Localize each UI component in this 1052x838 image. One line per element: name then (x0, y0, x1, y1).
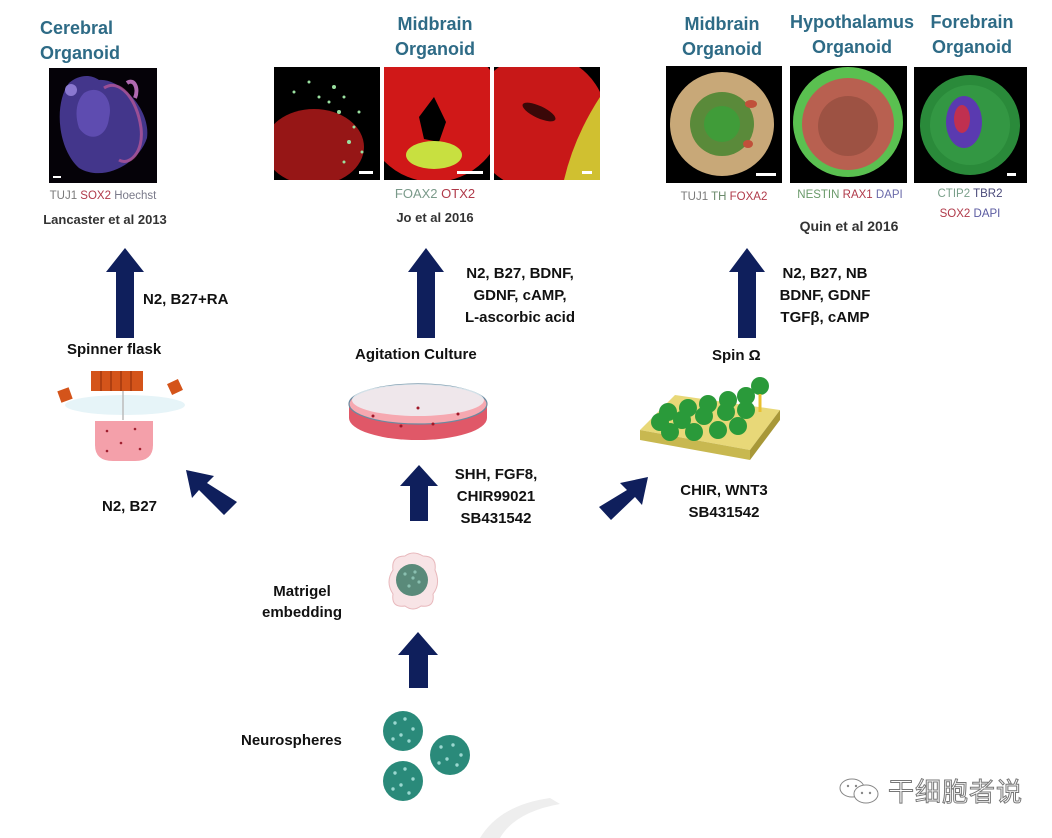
marker-foxa2: FOXA2 (729, 191, 768, 203)
condition-line: SHH, FGF8, (454, 466, 538, 483)
condition-line: TGFβ, cAMP (780, 309, 870, 326)
neurosphere (383, 761, 423, 801)
condition-cerebral-diag: N2, B27 (102, 498, 158, 515)
neurospheres-illustration (383, 711, 470, 801)
hypothalamus-image (790, 66, 907, 183)
midbrain-organoid-title-jo: Midbrain Organoid (380, 12, 490, 62)
wechat-icon (839, 778, 879, 803)
condition-line: SB431542 (688, 504, 760, 521)
cerebral-citation: Lancaster et al 2013 (43, 212, 167, 227)
title-line: Forebrain (930, 12, 1014, 32)
flask-arms (65, 395, 185, 415)
midbrain-jo-markers: FOAX2 OTX2 (380, 186, 490, 202)
step-agitation-culture: Agitation Culture (355, 346, 477, 363)
marker-hoechst: Hoechst (114, 190, 157, 202)
step-spinner-flask: Spinner flask (67, 341, 162, 358)
marker-ctip2: CTIP2 (937, 188, 971, 200)
matrigel-sphere-illustration (388, 552, 439, 610)
midbrain-jo-citation: Jo et al 2016 (396, 210, 474, 225)
flask-side-cap-left (57, 387, 73, 403)
step-neurospheres: Neurospheres (241, 732, 342, 749)
condition-line: L-ascorbic acid (464, 309, 576, 326)
title-line: Midbrain (397, 14, 473, 34)
forebrain-image (914, 67, 1027, 183)
spinner-flask-illustration (57, 371, 185, 461)
condition-line: GDNF, cAMP, (473, 287, 567, 304)
marker-tuj1: TUJ1 (680, 191, 709, 203)
title-line: Cerebral (40, 18, 114, 38)
step-spin-omega: Spin Ω (712, 347, 761, 364)
marker-otx2: OTX2 (441, 186, 476, 201)
background-watermark-curve (480, 798, 560, 838)
arrow-diag-spin (599, 477, 648, 520)
marker-sox2: SOX2 (939, 208, 971, 220)
condition-line: CHIR99021 (456, 488, 536, 505)
midbrain-organoid-title-quin: Midbrain Organoid (668, 12, 776, 62)
arrow-up-cerebral (106, 248, 144, 338)
midbrain-image-2 (384, 67, 490, 180)
spin-omega-illustration (640, 377, 780, 460)
condition-cerebral-up: N2, B27+RA (143, 291, 229, 308)
condition-line: N2, B27, BDNF, (466, 265, 574, 282)
arrow-up-midbrain (408, 248, 444, 338)
midbrain-image-1 (274, 67, 380, 180)
marker-nestin: NESTIN (797, 189, 840, 201)
condition-line: CHIR, WNT3 (680, 482, 768, 499)
forebrain-markers-line2: SOX2 DAPI (922, 206, 1018, 222)
title-line: Hypothalamus (789, 12, 915, 32)
quin-citation: Quin et al 2016 (799, 218, 899, 234)
neurosphere (383, 711, 423, 751)
title-line: Organoid (40, 43, 120, 63)
forebrain-organoid-title: Forebrain Organoid (924, 10, 1020, 60)
arrow-diag-spinner (186, 470, 237, 515)
condition-spin-up: N2, B27, NB BDNF, GDNF TGFβ, cAMP (766, 263, 884, 329)
flask-body (95, 421, 153, 461)
title-line: Organoid (395, 39, 475, 59)
midbrain-image-3 (494, 67, 600, 180)
arrow-up-agitation (400, 465, 438, 521)
hypothalamus-markers: NESTIN RAX1 DAPI (786, 187, 914, 203)
condition-line: N2, B27, NB (782, 265, 868, 282)
title-line: Organoid (682, 39, 762, 59)
neurosphere (430, 735, 470, 775)
marker-th: TH (711, 191, 727, 203)
forebrain-markers: CTIP2 TBR2 SOX2 DAPI (922, 186, 1018, 222)
condition-line: BDNF, GDNF (779, 287, 871, 304)
title-line: Midbrain (684, 14, 760, 34)
marker-dapi: DAPI (973, 208, 1001, 220)
marker-foax2: FOAX2 (394, 186, 438, 201)
arrow-up-spin (729, 248, 765, 338)
marker-sox2: SOX2 (80, 190, 111, 202)
marker-tuj1: TUJ1 (49, 190, 78, 202)
title-line: Organoid (932, 37, 1012, 57)
forebrain-markers-line1: CTIP2 TBR2 (922, 186, 1018, 202)
condition-agitation: SHH, FGF8, CHIR99021 SB431542 (444, 464, 548, 530)
title-line: Organoid (812, 37, 892, 57)
marker-dapi: DAPI (875, 189, 903, 201)
cerebral-organoid-image (49, 68, 157, 183)
hypothalamus-organoid-title: Hypothalamus Organoid (782, 10, 922, 60)
cerebral-markers: TUJ1 SOX2 Hoechst (36, 188, 170, 204)
step-matrigel: Matrigel embedding (262, 581, 342, 623)
marker-tbr2: TBR2 (973, 188, 1003, 200)
condition-line: SB431542 (460, 510, 532, 527)
condition-midbrain-up: N2, B27, BDNF, GDNF, cAMP, L-ascorbic ac… (450, 263, 590, 329)
watermark: 干细胞者说 (838, 772, 1023, 809)
midbrain-quin-image (666, 66, 782, 183)
cerebral-organoid-title: Cerebral Organoid (40, 16, 140, 66)
condition-spin-diag: CHIR, WNT3 SB431542 (668, 480, 780, 524)
petri-dish-illustration (348, 383, 488, 440)
midbrain-quin-markers: TUJ1 TH FOXA2 (662, 189, 786, 205)
step-line: Matrigel (273, 583, 331, 600)
step-line: embedding (262, 604, 343, 621)
watermark-text: 干细胞者说 (887, 778, 1024, 809)
marker-rax1: RAX1 (842, 189, 873, 201)
arrow-up-matrigel (398, 632, 438, 688)
flask-cap (91, 371, 143, 391)
flask-side-cap-right (167, 379, 183, 395)
